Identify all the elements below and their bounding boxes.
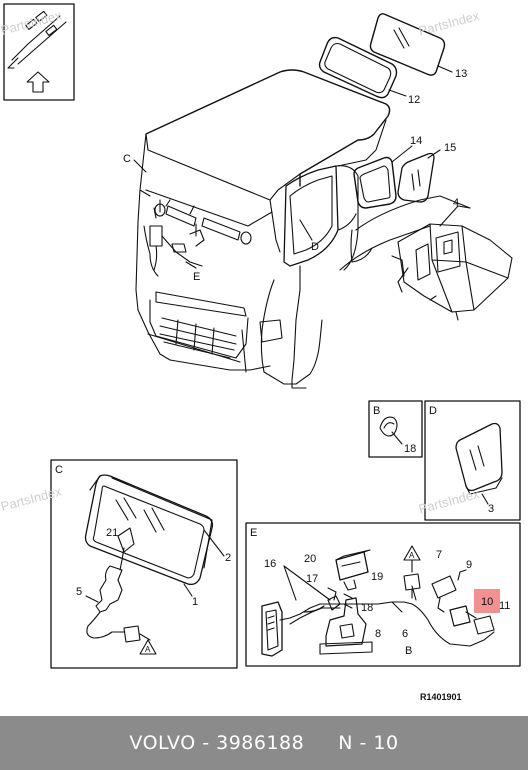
callout-19: 19 bbox=[371, 571, 383, 583]
footer-bar: VOLVO - 3986188 N - 10 bbox=[0, 716, 528, 770]
dashboard-module-4 bbox=[391, 205, 513, 321]
callout-a: A bbox=[145, 645, 151, 654]
panel-d-letter: D bbox=[429, 405, 437, 417]
main-leader-lines bbox=[133, 159, 313, 269]
callout-a-e: A bbox=[409, 551, 415, 560]
side-window-14 bbox=[353, 145, 413, 209]
callout-c: C bbox=[123, 153, 131, 165]
footer-brand: VOLVO bbox=[129, 732, 196, 754]
footer-page: N - 10 bbox=[338, 732, 399, 754]
callout-11: 11 bbox=[499, 600, 510, 612]
watermark: PartsIndex bbox=[0, 483, 64, 514]
panel-c bbox=[50, 459, 238, 669]
watermark: PartsIndex bbox=[0, 7, 64, 38]
callout-8: 8 bbox=[375, 628, 381, 640]
callout-6: 6 bbox=[402, 628, 408, 640]
callout-13: 13 bbox=[455, 68, 467, 80]
callout-18: 18 bbox=[404, 443, 416, 455]
callout-7: 7 bbox=[436, 549, 442, 561]
callout-5: 5 bbox=[76, 586, 82, 598]
callout-18-e: 18 bbox=[361, 602, 373, 614]
side-window-15 bbox=[397, 149, 441, 203]
callout-17: 17 bbox=[306, 573, 318, 585]
callout-10: 10 bbox=[481, 596, 493, 608]
orientation-thumbnail bbox=[3, 3, 75, 101]
callout-9: 9 bbox=[466, 559, 472, 571]
watermark: PartsIndex bbox=[417, 486, 481, 517]
footer-separator: - bbox=[195, 732, 217, 754]
panel-d bbox=[424, 400, 521, 521]
callout-d: D bbox=[311, 241, 319, 253]
panel-b-letter: B bbox=[373, 405, 380, 417]
callout-1: 1 bbox=[192, 596, 198, 608]
callout-2: 2 bbox=[225, 552, 231, 564]
reference-code: R1401901 bbox=[420, 692, 462, 702]
callout-15: 15 bbox=[444, 142, 456, 154]
truck-cab bbox=[135, 69, 471, 389]
callout-21: 21 bbox=[106, 527, 118, 539]
callout-14: 14 bbox=[410, 135, 422, 147]
warning-triangle-icon bbox=[139, 639, 157, 655]
watermark: PartsIndex bbox=[417, 8, 481, 39]
callout-b-e: B bbox=[405, 645, 412, 657]
panel-c-letter: C bbox=[55, 464, 63, 476]
up-arrow-icon bbox=[26, 71, 50, 93]
callout-16: 16 bbox=[264, 558, 276, 570]
panel-e-letter: E bbox=[250, 527, 257, 539]
callout-12: 12 bbox=[408, 94, 420, 106]
panel-b bbox=[368, 400, 423, 458]
rear-glass-13 bbox=[369, 13, 453, 76]
footer-part-number: 3986188 bbox=[216, 732, 305, 754]
highlight-part-10 bbox=[474, 589, 500, 613]
parts-diagram: PartsIndex PartsIndex PartsIndex PartsIn… bbox=[0, 3, 521, 702]
panel-e bbox=[245, 522, 521, 667]
callout-20: 20 bbox=[304, 553, 316, 565]
callout-4: 4 bbox=[453, 197, 459, 209]
callout-e: E bbox=[193, 271, 200, 283]
rear-window-12 bbox=[318, 36, 407, 99]
callout-3: 3 bbox=[488, 503, 494, 515]
